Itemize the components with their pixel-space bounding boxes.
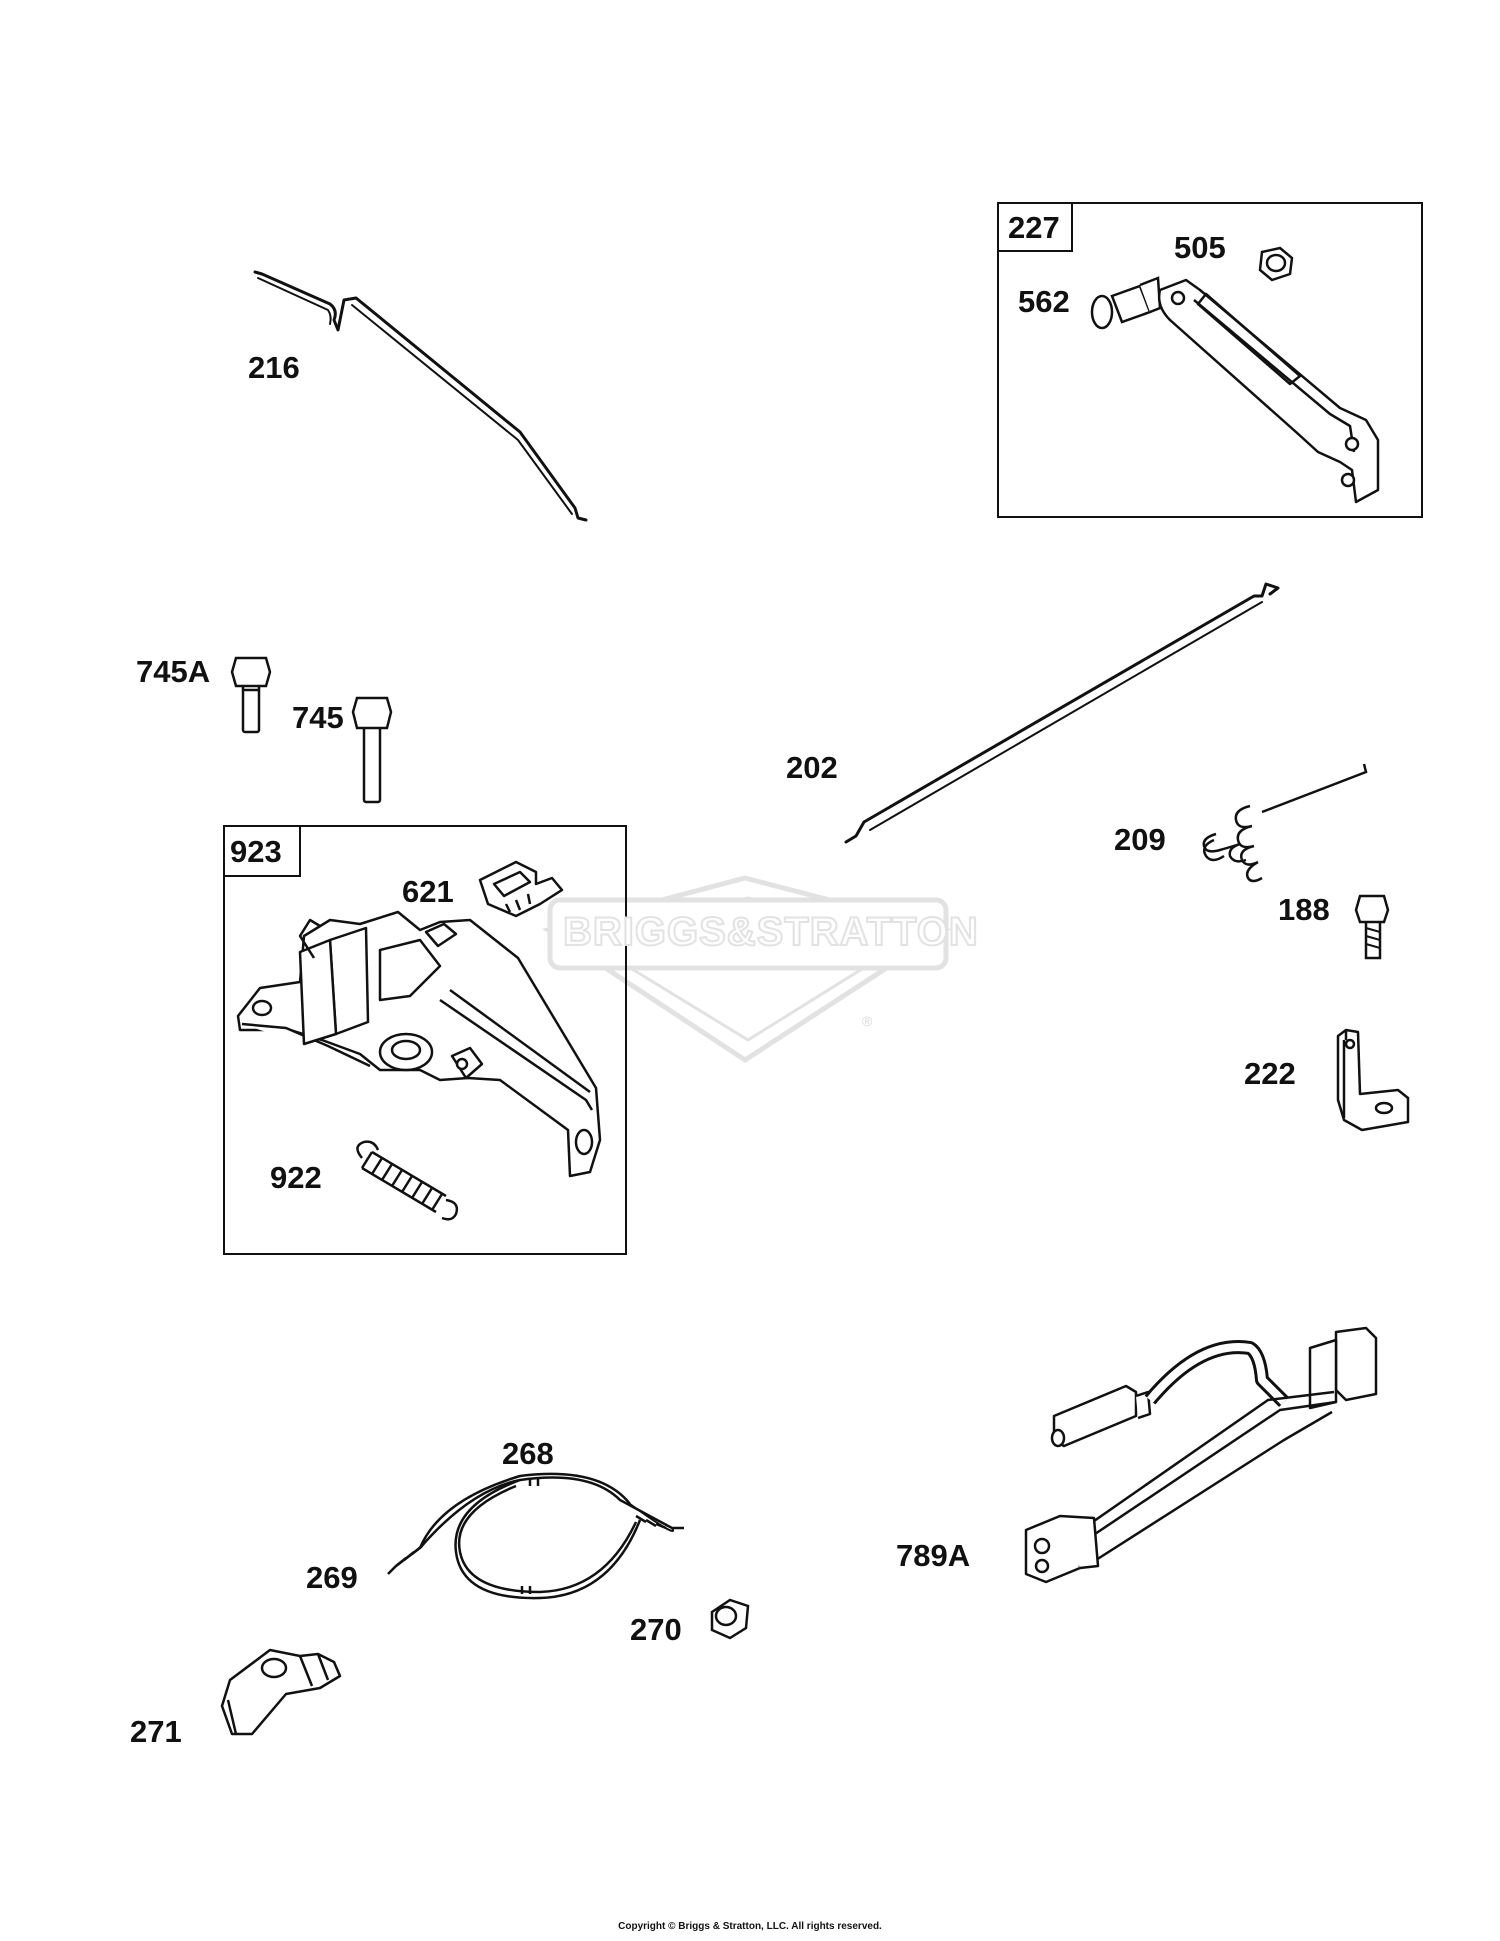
part-label-268[interactable]: 268 (502, 1436, 554, 1471)
part-label-505[interactable]: 505 (1174, 230, 1226, 265)
watermark-text: BRIGGS&STRATTON (562, 909, 979, 955)
part-label-789A[interactable]: 789A (896, 1538, 971, 1573)
box-923 (223, 825, 627, 1255)
bracket-222-drawing (1336, 1028, 1410, 1132)
copyright-notice: Copyright © Briggs & Stratton, LLC. All … (618, 1921, 882, 1932)
bracket-923-drawing (236, 910, 602, 1178)
bolt-745-drawing (351, 696, 393, 804)
part-label-202[interactable]: 202 (786, 750, 838, 785)
swivel-271-drawing (220, 1648, 342, 1736)
part-label-562[interactable]: 562 (1018, 284, 1070, 319)
screw-188-drawing (1354, 894, 1390, 960)
box-tag-227: 227 (1008, 210, 1060, 245)
nut-270-drawing (710, 1598, 750, 1640)
switch-621-drawing (478, 860, 564, 918)
watermark-logo (541, 875, 952, 1063)
nut-505-drawing (1258, 246, 1294, 282)
part-label-271[interactable]: 271 (130, 1714, 182, 1749)
spring-922-drawing (356, 1140, 459, 1221)
bolt-745A-drawing (230, 656, 272, 734)
part-label-270[interactable]: 270 (630, 1612, 682, 1647)
box-tag-923: 923 (230, 834, 282, 869)
harness-789A-drawing (1024, 1326, 1378, 1584)
part-label-188[interactable]: 188 (1278, 892, 1330, 927)
part-label-745A[interactable]: 745A (136, 654, 211, 689)
part-label-621[interactable]: 621 (402, 874, 454, 909)
part-label-745[interactable]: 745 (292, 700, 344, 735)
box-227 (997, 202, 1423, 518)
part-label-922[interactable]: 922 (270, 1160, 322, 1195)
lever-227-drawing (1157, 278, 1380, 504)
spring-209-drawing (1202, 763, 1368, 883)
part-label-269[interactable]: 269 (306, 1560, 358, 1595)
part-label-216[interactable]: 216 (248, 350, 300, 385)
part-label-222[interactable]: 222 (1244, 1056, 1296, 1091)
wire-216-drawing (253, 270, 588, 522)
part-label-209[interactable]: 209 (1114, 822, 1166, 857)
bolt-562-drawing (1090, 276, 1162, 330)
cable-268-drawing (387, 1472, 684, 1600)
watermark-registered-mark: ® (862, 1013, 873, 1029)
rod-202-drawing (844, 582, 1280, 844)
